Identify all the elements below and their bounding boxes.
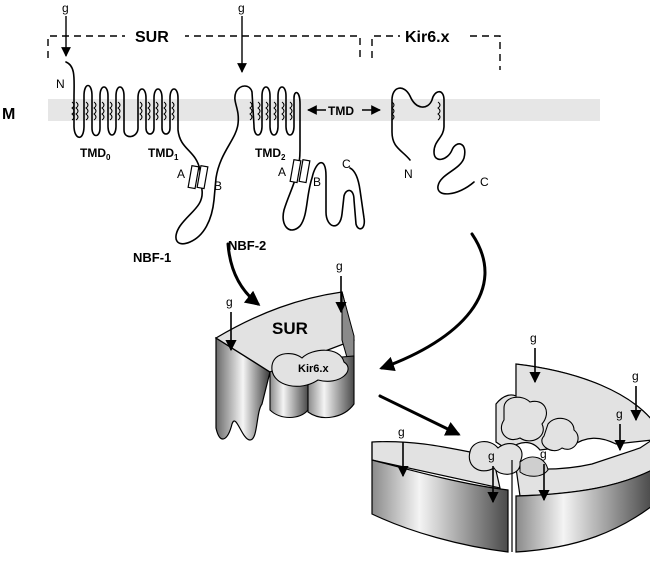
kir-topology bbox=[391, 87, 475, 195]
glyco-label-8: g bbox=[530, 331, 537, 345]
glyco-label-4: g bbox=[336, 259, 343, 273]
tmd0-label: TMD0 bbox=[80, 146, 111, 162]
glyco-label-2: g bbox=[238, 1, 245, 15]
c-label-sur: C bbox=[342, 157, 351, 171]
sur-kir-block: SUR Kir6.x g g bbox=[214, 259, 355, 441]
kir-block-label: Kir6.x bbox=[298, 363, 329, 375]
glyco-label-5: g bbox=[398, 425, 405, 439]
n-label-kir: N bbox=[404, 167, 413, 181]
walker-a-box-2 bbox=[289, 158, 302, 184]
sur-bracket bbox=[47, 35, 361, 58]
tmd1-label: TMD1 bbox=[148, 146, 179, 162]
tmd2-label: TMD2 bbox=[255, 146, 286, 162]
walker-b-box-2 bbox=[298, 158, 311, 184]
walker-b-box-1 bbox=[196, 164, 209, 190]
assembly-arrow-octamer bbox=[378, 394, 461, 436]
b-label-2: B bbox=[313, 175, 321, 189]
sur-topology bbox=[65, 61, 366, 245]
sur-block-label: SUR bbox=[272, 319, 308, 338]
kir-title: Kir6.x bbox=[405, 29, 450, 46]
c-label-kir: C bbox=[480, 175, 489, 189]
nbf1-label: NBF-1 bbox=[133, 250, 171, 265]
glyco-label-10: g bbox=[632, 369, 639, 383]
glyco-label-3: g bbox=[226, 295, 233, 309]
b-label-1: B bbox=[214, 179, 222, 193]
glyco-label-6: g bbox=[488, 449, 495, 463]
glyco-label-1: g bbox=[62, 1, 69, 15]
assembly-arrow-kir bbox=[379, 232, 487, 371]
tmd-label: TMD bbox=[328, 104, 354, 118]
a-label-2: A bbox=[278, 165, 286, 179]
membrane-label: M bbox=[2, 106, 15, 123]
octamer-channel: g g g g g g bbox=[371, 331, 650, 553]
glyco-label-9: g bbox=[616, 407, 623, 421]
assembly-arrow-sur bbox=[226, 242, 261, 306]
walker-a-box-1 bbox=[187, 164, 200, 190]
n-label-sur: N bbox=[56, 77, 65, 91]
a-label-1: A bbox=[177, 167, 185, 181]
sur-title: SUR bbox=[135, 29, 169, 46]
glyco-label-7: g bbox=[540, 447, 547, 461]
helix-coils bbox=[71, 101, 441, 121]
nbf2-label: NBF-2 bbox=[228, 238, 266, 253]
